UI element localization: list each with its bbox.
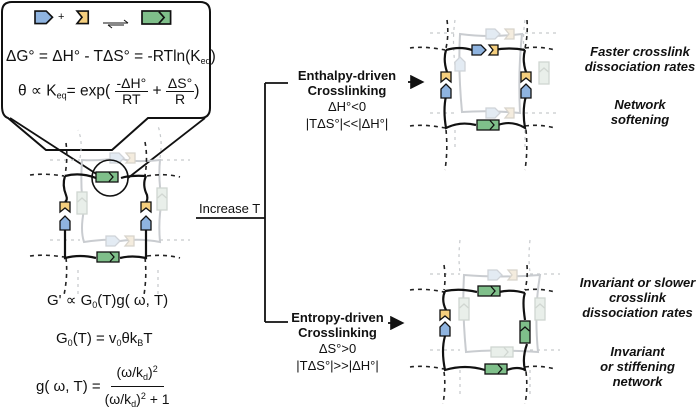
subscript: B — [137, 338, 144, 348]
diagram-canvas: .fill-donor{fill:#8fb4e0;} .fill-accepto… — [0, 1, 560, 404]
outcome-line: dissociation rates — [582, 305, 693, 320]
eq-part: + 1 — [145, 391, 170, 407]
network-stiffened — [409, 239, 560, 404]
increase-temperature-label: Increase T — [199, 201, 261, 216]
entropy-fraction: ΔS°R — [165, 75, 195, 107]
outcome-line: dissociation rates — [584, 59, 696, 74]
superscript: 2 — [152, 364, 158, 374]
network-initial — [29, 125, 190, 296]
outcome-line: crosslink — [608, 290, 667, 305]
modulus-eq-part: (T)g( ω, T) — [97, 292, 169, 309]
enthalpy-fraction: -ΔH°RT — [114, 75, 149, 107]
donor-shape-icon — [34, 10, 54, 25]
keq-subscript: eq — [200, 56, 211, 66]
outcome-line: Invariant — [610, 344, 665, 359]
outcome-line: Invariant or slower — [579, 275, 696, 290]
eq-part: G — [56, 330, 68, 347]
branch-title-line: Crosslinking — [307, 83, 387, 98]
enthalpy-outcome-network: Network softening — [575, 97, 700, 127]
keq-prefix: θ ∝ K — [18, 82, 57, 100]
gibbs-equation: ΔG° = ΔH° - TΔS° = -RTln(Keq) — [6, 48, 216, 66]
fraction-denominator: RT — [122, 91, 141, 107]
entropy-outcome-network: Invariant or stiffening network — [575, 344, 700, 389]
modulus-equation: G' ∝ G0(T)g( ω, T) — [47, 291, 168, 310]
keq-subscript: eq — [56, 90, 67, 101]
equilibrium-callout — [0, 1, 211, 151]
keq-equation-close: ) — [194, 82, 200, 100]
eq-part: ) — [136, 391, 141, 407]
network-softened — [409, 19, 560, 171]
outcome-line: or stiffening — [600, 359, 675, 374]
plus-sign: + — [58, 11, 65, 23]
complex-shape-icon — [141, 10, 172, 25]
subscript: 0 — [116, 338, 122, 348]
subscript: 0 — [92, 300, 98, 310]
fraction-numerator: (ω/kd)2 — [110, 360, 164, 387]
eq-part: (T) = v — [72, 330, 117, 347]
branch-title: Enthalpy-driven Crosslinking — [282, 68, 412, 98]
branch-condition: ΔS°>0 — [318, 341, 357, 356]
eq-part: ) — [148, 364, 153, 380]
plateau-modulus-equation: G0(T) = v0θkBT — [56, 330, 152, 348]
callout-border — [0, 1, 211, 151]
entropy-outcome-rates: Invariant or slower crosslink dissociati… — [570, 275, 700, 320]
entropy-branch: Entropy-driven Crosslinking ΔS°>0 |TΔS°|… — [280, 310, 395, 374]
branch-title: Entropy-driven Crosslinking — [280, 310, 395, 340]
fraction-denominator: (ω/kd)2 + 1 — [105, 387, 170, 413]
branch-condition: |TΔS°|>>|ΔH°| — [296, 358, 379, 373]
acceptor-shape-icon — [76, 10, 90, 25]
eq-part: (ω/k — [104, 391, 132, 407]
eq-lhs: g( ω, T) = — [36, 378, 101, 395]
gibbs-equation-close: ) — [210, 48, 216, 65]
enthalpy-branch: Enthalpy-driven Crosslinking ΔH°<0 |TΔS°… — [282, 68, 412, 132]
relaxation-fraction: (ω/kd)2 (ω/kd)2 + 1 — [105, 360, 170, 413]
callout-connector-right — [127, 117, 206, 179]
equilibrium-arrow-icon — [103, 19, 129, 29]
fraction-numerator: -ΔH° — [114, 75, 149, 92]
keq-equation: θ ∝ Keq= exp( -ΔH°RT + ΔS°R) — [18, 76, 199, 107]
outcome-line: softening — [610, 112, 670, 127]
relaxation-function-equation: g( ω, T) = (ω/kd)2 (ω/kd)2 + 1 — [36, 360, 170, 413]
superscript: 2 — [140, 391, 146, 401]
modulus-eq-part: G' ∝ G — [47, 292, 93, 309]
branch-condition: ΔH°<0 — [327, 99, 367, 114]
plus-sign: + — [152, 82, 162, 100]
subscript: d — [143, 372, 149, 382]
eq-part: T — [143, 330, 153, 347]
eq-part: (ω/k — [116, 364, 143, 380]
fraction-denominator: R — [175, 91, 186, 107]
callout-connector-left — [9, 117, 99, 176]
fraction-numerator: ΔS° — [165, 75, 195, 92]
branch-connector — [196, 82, 288, 323]
outcome-line: Network — [614, 97, 666, 112]
gibbs-equation-text: ΔG° = ΔH° - TΔS° = -RTln(K — [6, 48, 201, 65]
subscript: 0 — [67, 338, 73, 348]
eq-part: θk — [121, 330, 138, 347]
branch-title-line: Crosslinking — [298, 325, 377, 340]
branch-title-line: Enthalpy-driven — [297, 68, 397, 83]
outcome-line: Faster crosslink — [590, 44, 690, 59]
outcome-line: network — [612, 374, 663, 389]
branch-condition: |TΔS°|<<|ΔH°| — [305, 116, 389, 131]
enthalpy-outcome-rates: Faster crosslink dissociation rates — [575, 44, 700, 74]
magnifier-circle — [91, 159, 129, 197]
branch-title-line: Entropy-driven — [291, 310, 384, 325]
keq-exp: = exp( — [66, 82, 111, 100]
